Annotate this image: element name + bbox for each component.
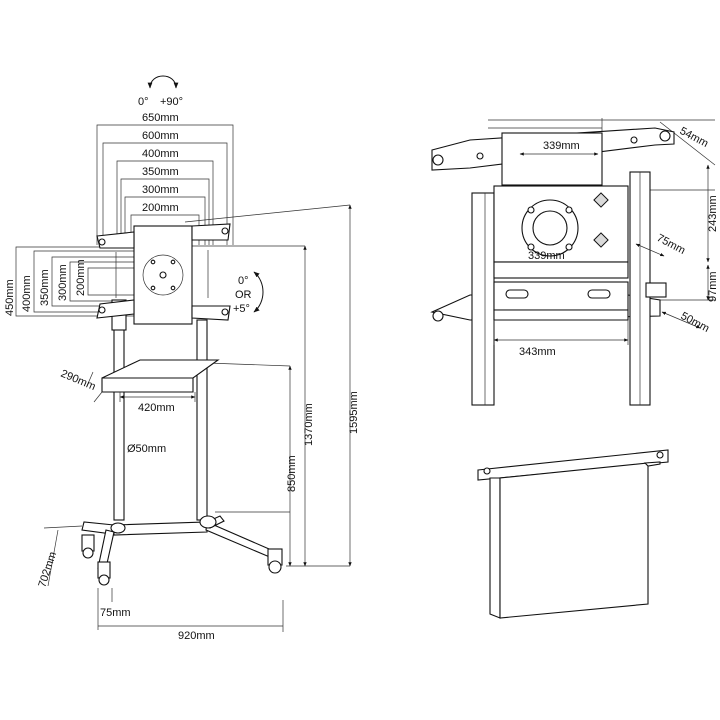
shelf-width-label: 420mm (138, 402, 175, 414)
detail-height-label: 243mm (707, 195, 719, 232)
rotation-arrow-icon (147, 75, 179, 89)
wheel-label: 75mm (100, 607, 131, 619)
shelf-height-label: 850mm (286, 455, 298, 492)
pole-diameter-label: Ø50mm (127, 443, 166, 455)
base-dimension-lines (43, 525, 284, 632)
tilt-line1: 0° (238, 275, 249, 287)
detail-bracket-width-label: 343mm (519, 346, 556, 358)
vesa-h-200: 200mm (142, 202, 179, 214)
vesa-v-300: 300mm (57, 264, 69, 301)
max-height-label: 1595mm (348, 391, 360, 434)
tilt-line2: OR (235, 289, 252, 301)
vesa-h-350: 350mm (142, 166, 179, 178)
detail-bracket-height-label: 97mm (707, 271, 719, 302)
detail-offset-label: 75mm (655, 232, 688, 257)
detail-inner-width-label: 339mm (528, 250, 565, 262)
base-width-label: 920mm (178, 630, 215, 642)
vesa-mount-plate (96, 223, 231, 325)
bracket-detail (430, 118, 716, 406)
vesa-v-450: 450mm (4, 279, 16, 316)
vesa-h-300: 300mm (142, 184, 179, 196)
shelf (86, 359, 220, 403)
rotation-right-label: +90° (160, 96, 183, 108)
detail-bracket-depth-label: 50mm (679, 310, 712, 335)
base-depth-label: 702mm (36, 550, 59, 589)
base (81, 515, 277, 569)
vesa-h-400: 400mm (142, 148, 179, 160)
vesa-horizontal-dimensions (96, 124, 234, 245)
caster-wheel-icon (81, 534, 283, 586)
stand-overview: 0° +90° 650mm 600mm 400mm 350mm 300mm 20… (4, 75, 360, 642)
rotation-left-label: 0° (138, 96, 149, 108)
vesa-h-600: 600mm (142, 130, 179, 142)
back-panel (477, 449, 669, 619)
height-extension-lines (179, 204, 351, 567)
detail-side-depth-label: 54mm (678, 125, 711, 150)
vesa-v-400: 400mm (21, 275, 33, 312)
height-dimensions (288, 204, 352, 567)
tilt-line3: +5° (233, 303, 250, 315)
tilt-arrow-icon (253, 271, 264, 313)
vesa-v-350: 350mm (39, 269, 51, 306)
min-height-label: 1370mm (303, 403, 315, 446)
vesa-h-650: 650mm (142, 112, 179, 124)
vesa-v-200: 200mm (75, 259, 87, 296)
detail-top-width-label: 339mm (543, 140, 580, 152)
shelf-depth-label: 290mm (59, 368, 97, 393)
